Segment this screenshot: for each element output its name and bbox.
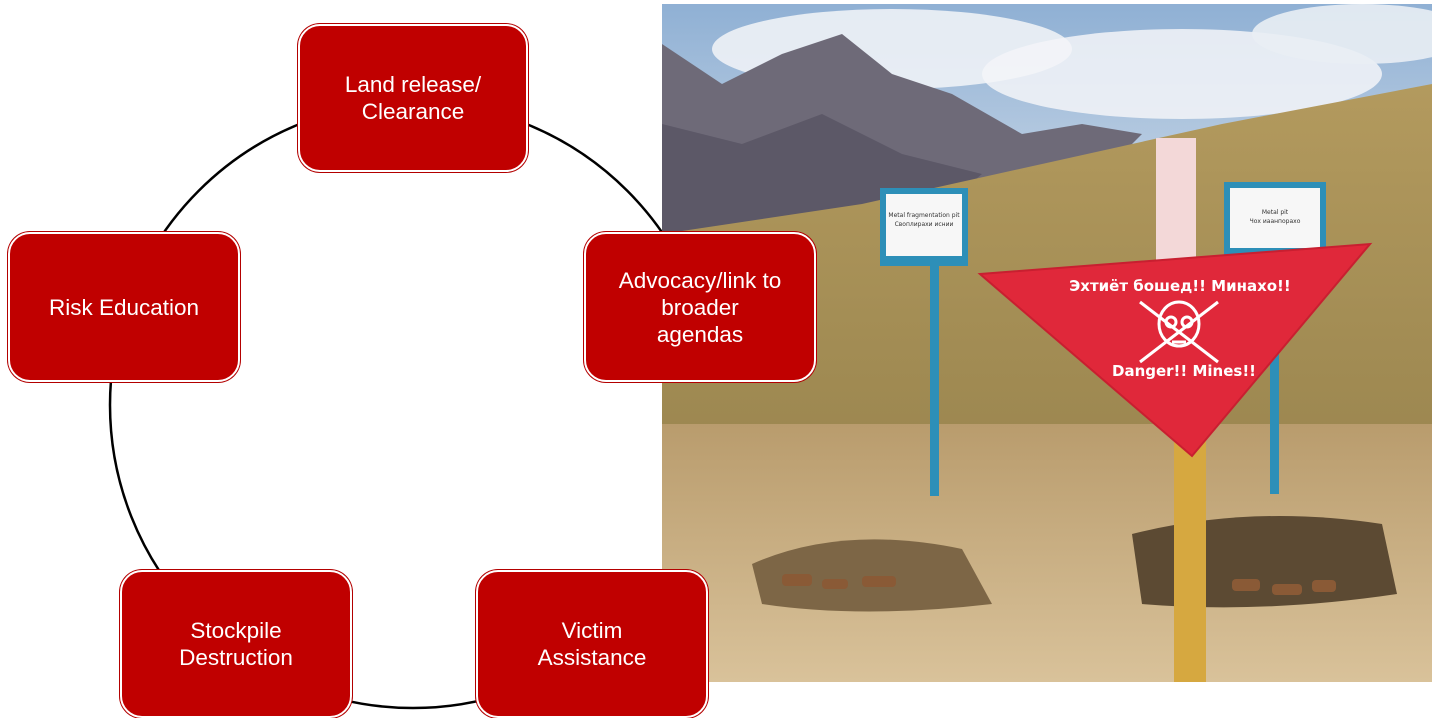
cloud (1252, 4, 1432, 64)
placard-right-text-2: Чох иаанпорахо (1250, 218, 1301, 225)
sign-text-top: Эхтиёт бошед!! Минахо!! (1069, 277, 1290, 295)
node-land-release: Land release/ Clearance (298, 24, 528, 172)
pit-left (752, 539, 992, 612)
node-advocacy: Advocacy/link to broader agendas (584, 232, 816, 382)
mine-warning-sign (977, 242, 1373, 458)
sign-text-bottom: Danger!! Mines!! (1112, 362, 1256, 380)
scrap-metal (782, 574, 1336, 595)
skull-crossbones-icon (1139, 300, 1219, 364)
node-label: Stockpile Destruction (179, 618, 293, 670)
sign-top-post (1156, 138, 1196, 274)
placard-right-post (1270, 254, 1279, 494)
node-stockpile-destruction: Stockpile Destruction (120, 570, 352, 718)
placard-left-post (930, 266, 939, 496)
node-label: Land release/ Clearance (344, 72, 482, 124)
placard-left-text-2: Своплирахи иснии (895, 221, 954, 228)
sign-stake (1174, 434, 1206, 682)
node-victim-assistance: Victim Assistance (476, 570, 708, 718)
minefield-photo: Metal fragmentation pit Своплирахи иснии… (662, 4, 1432, 682)
placard-left-text-1: Metal fragmentation pit (888, 212, 960, 219)
node-risk-education: Risk Education (8, 232, 240, 382)
node-label: Risk Education (48, 294, 200, 320)
placard-right-text-1: Metal pit (1262, 209, 1289, 216)
pit-right (1132, 516, 1397, 608)
node-label: Advocacy/link to broader agendas (618, 267, 782, 347)
node-label: Victim Assistance (537, 618, 647, 670)
